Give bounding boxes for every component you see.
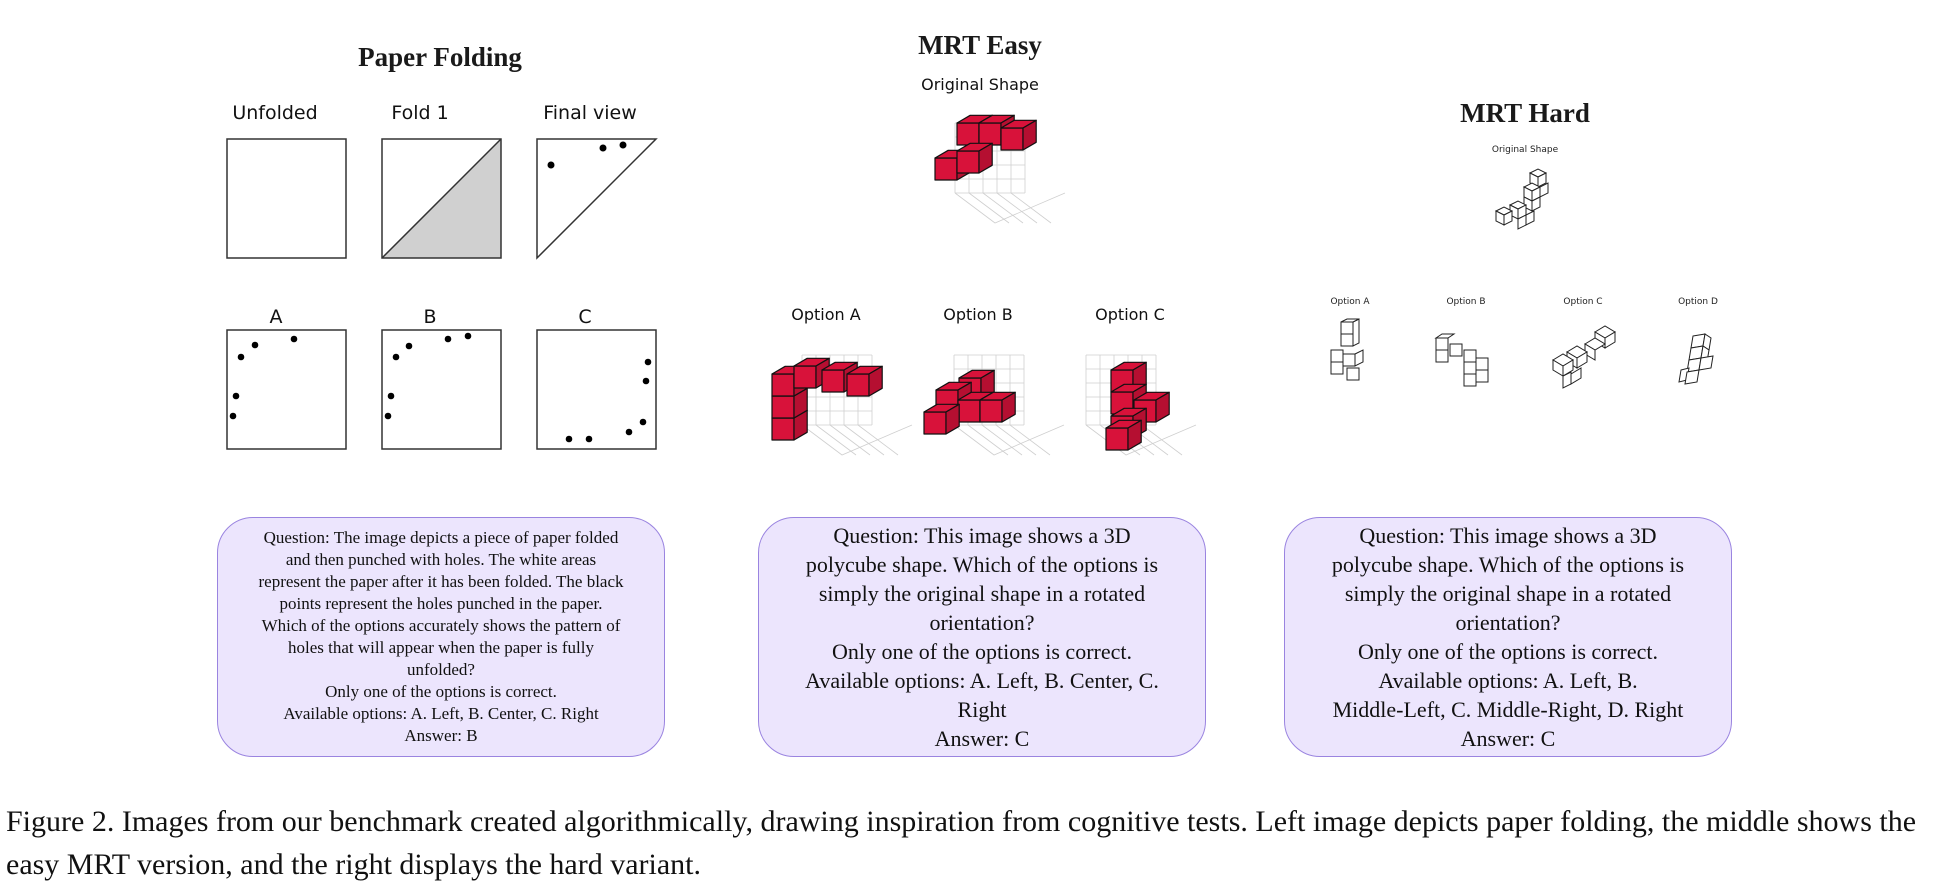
hole-dot bbox=[619, 141, 627, 149]
mrt-hard-option-a-label: Option A bbox=[1330, 297, 1370, 307]
question-box-mrt-easy: Question: This image shows a 3D polycube… bbox=[758, 517, 1206, 757]
question-box-paper-folding: Question: The image depicts a piece of p… bbox=[217, 517, 665, 757]
cube bbox=[1000, 119, 1037, 151]
cube bbox=[846, 365, 883, 397]
mrt-hard-option-a-shape bbox=[1330, 318, 1364, 381]
mrt-hard-option-c-label: Option C bbox=[1563, 297, 1603, 307]
mrt-easy-option-c-shape bbox=[1085, 354, 1197, 456]
option-label-b: B bbox=[423, 306, 437, 328]
question-box-mrt-hard: Question: This image shows a 3D polycube… bbox=[1284, 517, 1732, 757]
step-label-final-view: Final view bbox=[543, 102, 637, 124]
step-label-unfolded: Unfolded bbox=[232, 102, 318, 124]
option-label-a: A bbox=[269, 306, 283, 328]
question-text-mrt-hard: Question: This image shows a 3D polycube… bbox=[1331, 523, 1685, 751]
cube bbox=[979, 391, 1016, 423]
figure-caption: Figure 2. Images from our benchmark crea… bbox=[6, 805, 1917, 881]
mrt-easy-option-c-label: Option C bbox=[1095, 305, 1165, 324]
mrt-easy-option-a-shape bbox=[771, 354, 913, 456]
mrt-hard-original-label: Original Shape bbox=[1491, 145, 1559, 155]
question-text-paper-folding: Question: The image depicts a piece of p… bbox=[258, 528, 624, 745]
mrt-easy-option-b-label: Option B bbox=[943, 305, 1013, 324]
hole-dot bbox=[599, 144, 607, 152]
paper-fold-1-square bbox=[381, 138, 502, 259]
mrt-hard-option-d-label: Option D bbox=[1678, 297, 1718, 307]
mrt-hard-option-b-shape bbox=[1434, 333, 1489, 387]
paper-option-c bbox=[536, 329, 657, 450]
mrt-hard-option-b-label: Option B bbox=[1446, 297, 1486, 307]
paper-final-view-triangle bbox=[536, 138, 658, 260]
paper-option-a bbox=[226, 329, 347, 450]
cube bbox=[1105, 419, 1142, 451]
paper-option-b bbox=[381, 329, 502, 450]
mrt-easy-option-b-shape bbox=[923, 354, 1065, 456]
mrt-hard-option-c-shape bbox=[1552, 325, 1616, 389]
mrt-easy-option-a-label: Option A bbox=[791, 305, 861, 324]
mrt-hard-original-shape bbox=[1494, 168, 1549, 230]
hole-dot bbox=[547, 161, 555, 169]
option-label-c: C bbox=[578, 306, 592, 328]
paper-unfolded-square bbox=[226, 138, 347, 259]
question-text-mrt-easy: Question: This image shows a 3D polycube… bbox=[805, 523, 1159, 751]
mrt-easy-original-label: Original Shape bbox=[921, 75, 1039, 94]
cube bbox=[956, 142, 993, 174]
mrt-easy-title: MRT Easy bbox=[918, 30, 1042, 60]
mrt-easy-original-shape bbox=[934, 114, 1066, 224]
mrt-hard-option-d-shape bbox=[1678, 333, 1714, 385]
paper-folding-title: Paper Folding bbox=[358, 42, 522, 72]
step-label-fold-1: Fold 1 bbox=[391, 102, 449, 124]
cube bbox=[923, 403, 960, 435]
mrt-hard-title: MRT Hard bbox=[1460, 98, 1590, 128]
